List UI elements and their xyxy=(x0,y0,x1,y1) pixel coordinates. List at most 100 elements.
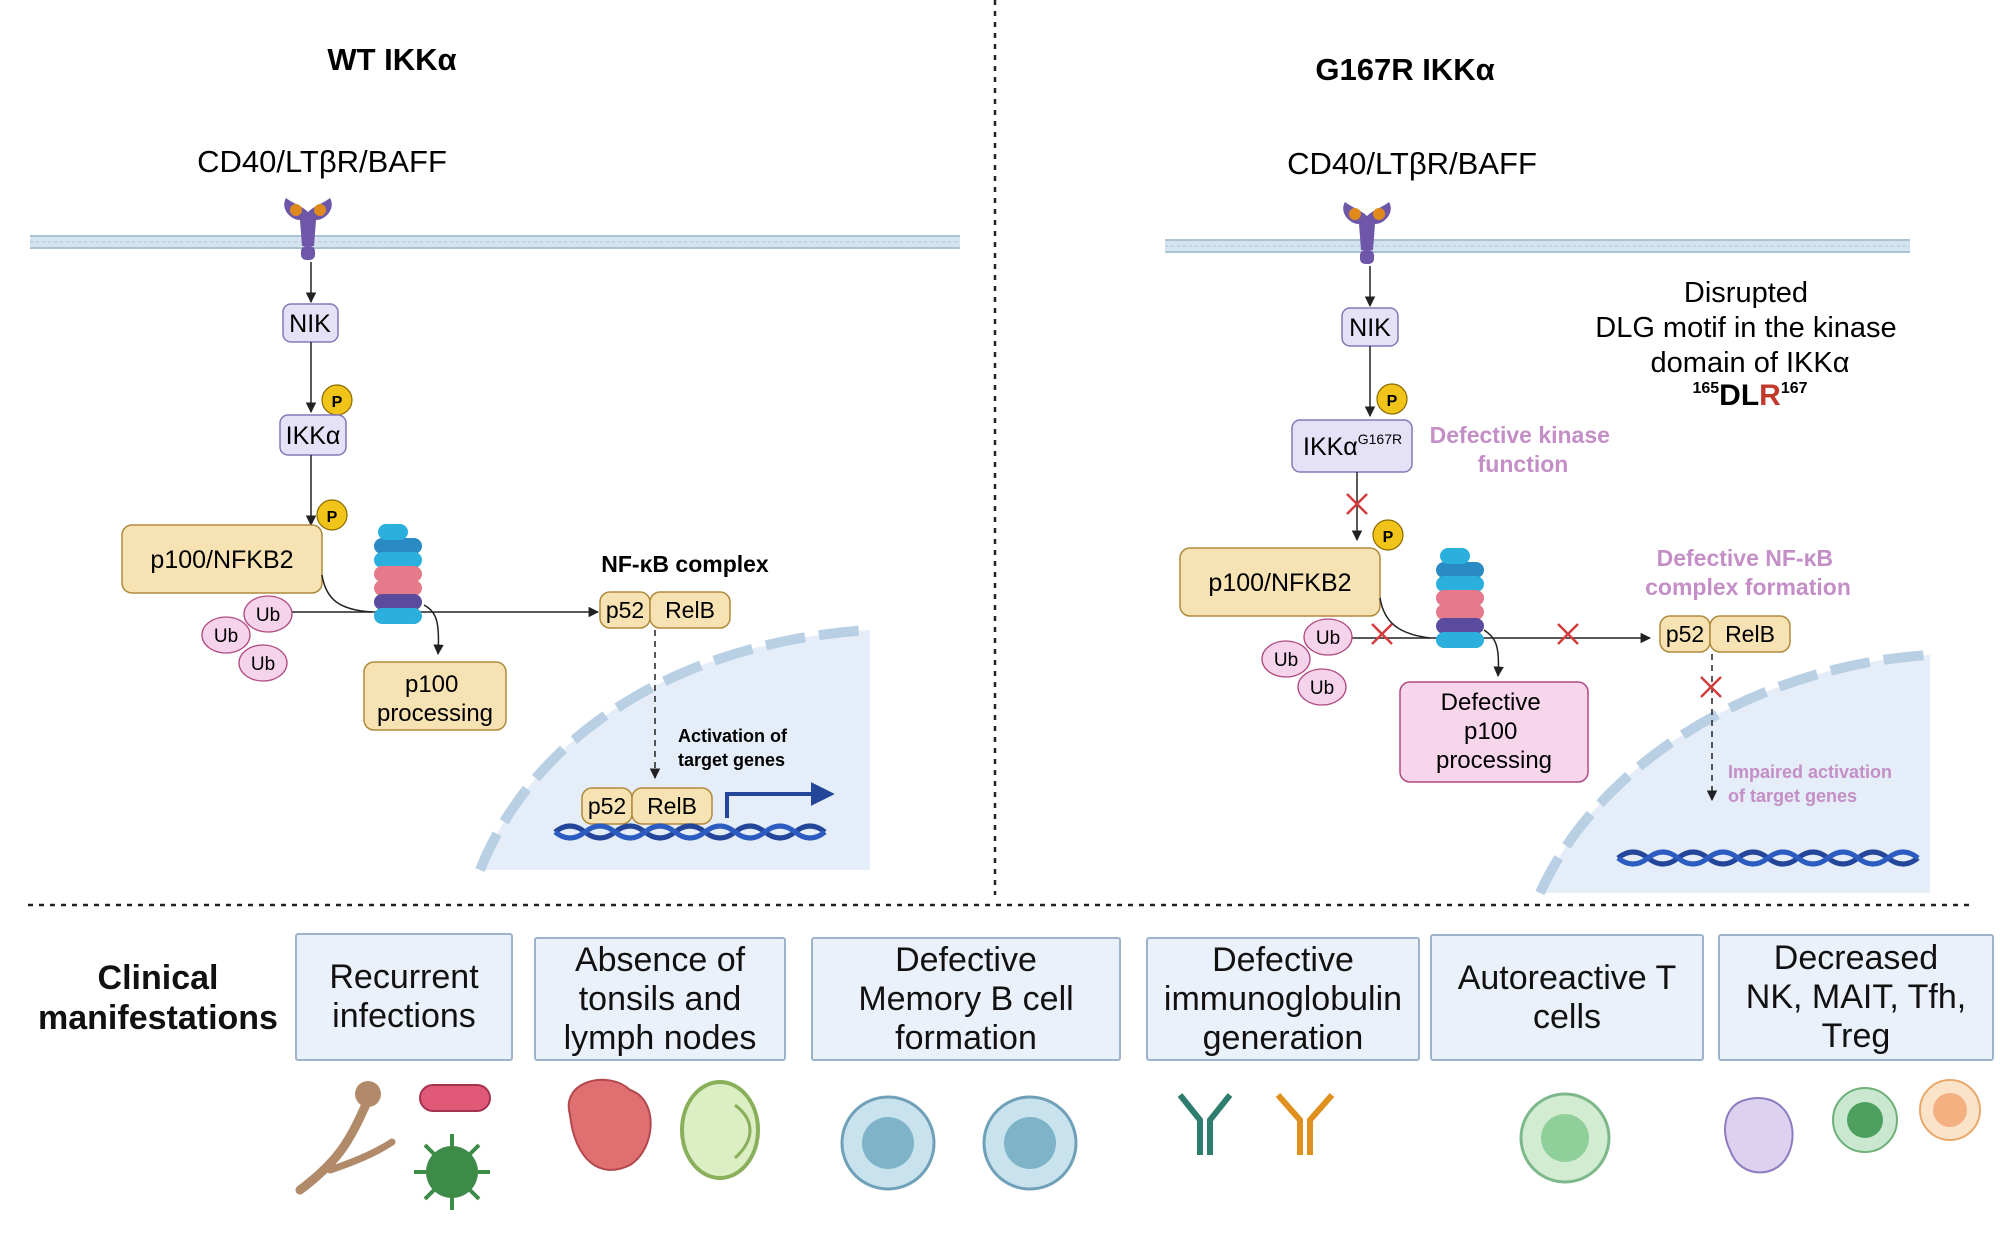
clinical-title: Clinical manifestations xyxy=(38,959,278,1037)
wt-activation-line2: target genes xyxy=(678,750,785,770)
wt-relb-box-nuclear xyxy=(631,787,713,825)
wt-receptor-label: CD40/LTβR/BAFF xyxy=(197,144,447,179)
wt-p100-label: p100/NFKB2 xyxy=(150,546,293,574)
phospho-icon xyxy=(1376,383,1408,415)
mut-p100-box xyxy=(1179,547,1381,617)
mut-nik-label: NIK xyxy=(1349,314,1391,342)
t-cell-icon xyxy=(1519,1092,1611,1184)
p52-label: p52 xyxy=(1666,621,1704,647)
fungus-icon xyxy=(295,1081,396,1195)
nk-cell-icon xyxy=(1724,1097,1794,1174)
wt-complex-title: NF-κB complex xyxy=(601,551,769,577)
ub-label: Ub xyxy=(251,654,275,675)
wt-processing-line1: p100 xyxy=(405,671,458,698)
receptor-icon xyxy=(1343,202,1391,264)
wt-activation-line1: Activation of xyxy=(678,726,788,746)
ub-label: Ub xyxy=(1316,628,1340,649)
motif-dl: DL xyxy=(1719,379,1759,412)
block-x-icon xyxy=(1371,623,1393,645)
wt-nucleus xyxy=(475,625,871,872)
mut-ikk-box xyxy=(1291,419,1413,473)
clinical-icons xyxy=(295,1078,1981,1210)
antibody-icon xyxy=(1177,1093,1233,1155)
wt-processing-box xyxy=(363,661,507,731)
block-x-icon xyxy=(1700,676,1722,698)
clinical-item-absent-tonsils: Absence of tonsils and lymph nodes xyxy=(534,937,786,1061)
clinical-item-recurrent-infections: Recurrent infections xyxy=(295,933,513,1061)
mut-receptor-label: CD40/LTβR/BAFF xyxy=(1287,146,1537,181)
transcription-arrow-icon xyxy=(725,782,835,818)
p52-label: p52 xyxy=(606,597,644,623)
phospho-label: P xyxy=(327,509,338,526)
block-x-icon xyxy=(1557,623,1579,645)
virus-icon xyxy=(414,1134,490,1210)
clinical-item-memory-b-cell: Defective Memory B cell formation xyxy=(811,937,1121,1061)
mut-title: G167R IKKα xyxy=(1315,52,1494,87)
wt-ikk-label: IKKα xyxy=(286,422,341,450)
wt-activation-label: Activation of target genes xyxy=(678,726,792,770)
mut-cell-membrane xyxy=(1165,239,1910,253)
receptor-icon xyxy=(284,198,332,260)
motif-r: R xyxy=(1759,379,1781,412)
clinical-item-immunoglobulin: Defective immunoglobulin generation xyxy=(1146,937,1420,1061)
wt-p100-box xyxy=(121,524,323,594)
ub-label: Ub xyxy=(1310,678,1334,699)
defective-complex-line1: Defective NF-κB xyxy=(1657,545,1833,571)
motif-pre-sup: 165 xyxy=(1692,380,1719,397)
defective-kinase-line1: Defective kinase xyxy=(1430,422,1610,448)
motif-line1: Disrupted xyxy=(1684,277,1808,309)
p52-label: p52 xyxy=(588,793,626,819)
lymph-node-icon xyxy=(680,1080,760,1180)
b-cell-icon xyxy=(840,1095,936,1191)
mut-ikk-base: IKKα xyxy=(1303,433,1358,461)
wt-cell-membrane xyxy=(30,235,960,249)
defective-complex-line2: complex formation xyxy=(1645,574,1851,600)
motif-label: Disrupted DLG motif in the kinase domain… xyxy=(1595,277,1904,379)
mut-dna-icon xyxy=(1616,849,1920,867)
motif-sequence: 165DLR167 xyxy=(1692,379,1807,412)
defective-processing-line1: Defective xyxy=(1441,689,1541,716)
wt-title: WT IKKα xyxy=(327,42,456,77)
phospho-label: P xyxy=(1387,393,1398,410)
impaired-line2: of target genes xyxy=(1728,786,1857,806)
bacterium-icon xyxy=(419,1084,491,1112)
wt-processing-line2: processing xyxy=(377,700,493,727)
defective-kinase-label: Defective kinase function xyxy=(1430,422,1617,477)
wt-relb-box xyxy=(649,591,731,629)
ub-label: Ub xyxy=(214,626,238,647)
proteasome-icon xyxy=(374,524,422,624)
mait-cell-icon xyxy=(1832,1087,1898,1153)
mut-ub-cluster: Ub Ub Ub xyxy=(1261,618,1353,706)
defective-processing-box xyxy=(1399,681,1589,783)
phospho-icon xyxy=(1372,519,1404,551)
defective-kinase-line2: function xyxy=(1478,451,1569,477)
wt-ikk-box xyxy=(279,414,347,456)
mut-ikk-label: IKKαG167R xyxy=(1303,431,1402,461)
relb-label: RelB xyxy=(647,793,697,819)
tonsil-icon xyxy=(567,1078,652,1171)
phospho-label: P xyxy=(332,394,343,411)
mutant-panel: G167R IKKα CD40/LTβR/BAFF NIK P IKKαG167… xyxy=(1165,52,1931,896)
mut-p100-label: p100/NFKB2 xyxy=(1208,569,1351,597)
ub-label: Ub xyxy=(256,605,280,626)
motif-line3: domain of IKKα xyxy=(1651,347,1850,379)
defective-processing-line3: processing xyxy=(1436,747,1552,774)
defective-processing-line2: p100 xyxy=(1464,718,1517,745)
wt-ub-cluster: Ub Ub Ub xyxy=(201,595,293,682)
phospho-label: P xyxy=(1383,529,1394,546)
wt-panel: WT IKKα CD40/LTβR/BAFF NIK P IKKα xyxy=(30,42,960,872)
impaired-label: Impaired activation of target genes xyxy=(1728,762,1897,806)
impaired-line1: Impaired activation xyxy=(1728,762,1892,782)
relb-label: RelB xyxy=(665,597,715,623)
antibody-icon xyxy=(1275,1093,1335,1155)
ub-label: Ub xyxy=(1274,650,1298,671)
mut-ikk-sup: G167R xyxy=(1358,431,1402,447)
treg-cell-icon xyxy=(1919,1079,1981,1141)
wt-nik-label: NIK xyxy=(289,310,331,338)
relb-label: RelB xyxy=(1725,621,1775,647)
motif-post-sup: 167 xyxy=(1781,380,1808,397)
defective-processing-label: Defective p100 processing xyxy=(1436,689,1552,774)
motif-line2: DLG motif in the kinase xyxy=(1595,312,1896,344)
block-x-icon xyxy=(1346,493,1368,515)
